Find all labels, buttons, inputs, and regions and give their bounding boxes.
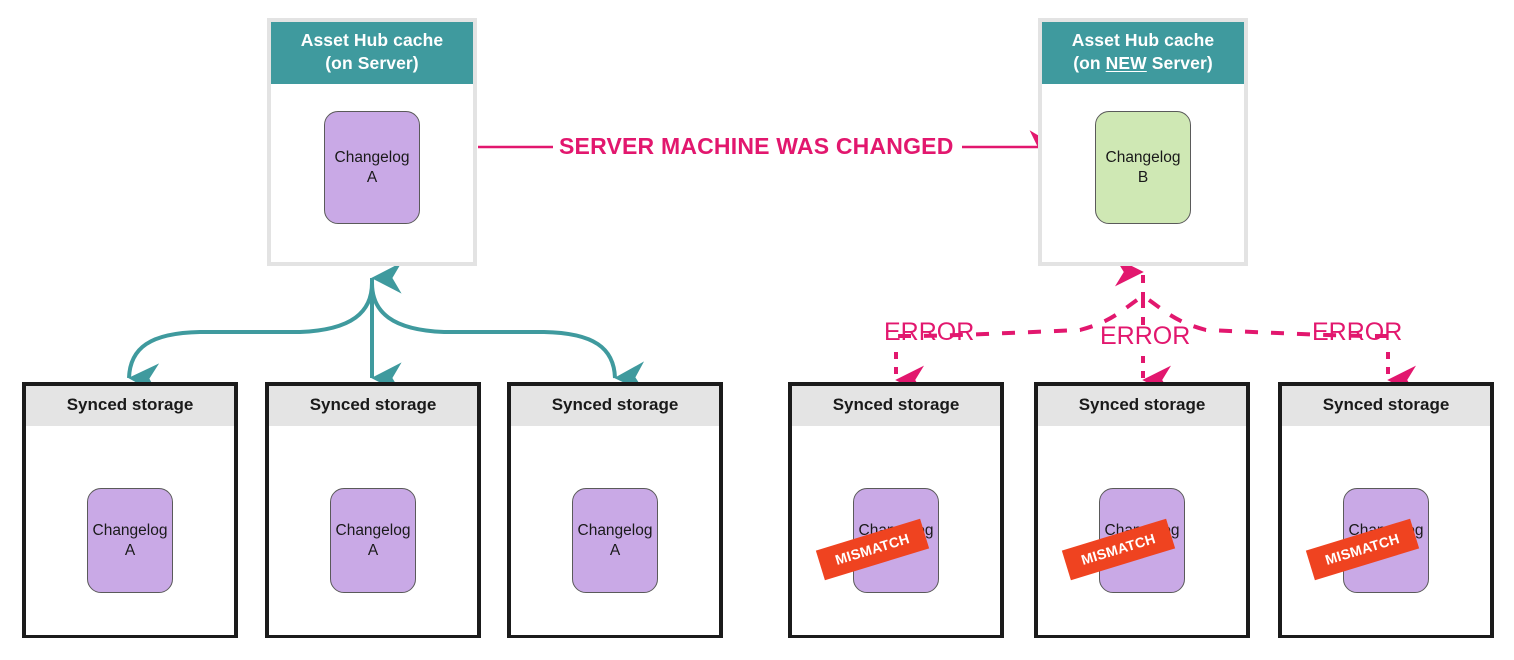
asset-hub-cache-old: Asset Hub cache (on Server) Changelog A [267, 18, 477, 266]
synced-storage-right-3-body: Changelog A MISMATCH [1282, 426, 1490, 635]
changelog-chip-a-left-3: Changelog A [572, 488, 658, 593]
synced-storage-right-3-header: Synced storage [1282, 386, 1490, 426]
asset-hub-cache-old-title-line1: Asset Hub cache [300, 30, 444, 50]
synced-storage-left-3-body: Changelog A [511, 426, 719, 635]
synced-storage-right-3: Synced storage Changelog A MISMATCH [1278, 382, 1494, 638]
asset-hub-cache-old-title: Asset Hub cache (on Server) [271, 22, 473, 84]
asset-hub-cache-new-title: Asset Hub cache (on NEW Server) [1042, 22, 1244, 84]
synced-storage-left-2: Synced storage Changelog A [265, 382, 481, 638]
synced-storage-right-2: Synced storage Changelog A MISMATCH [1034, 382, 1250, 638]
synced-storage-right-1: Synced storage Changelog A MISMATCH [788, 382, 1004, 638]
synced-storage-left-1-body: Changelog A [26, 426, 234, 635]
synced-storage-left-2-header: Synced storage [269, 386, 477, 426]
synced-storage-left-1-header: Synced storage [26, 386, 234, 426]
changelog-chip-a-left-2: Changelog A [330, 488, 416, 593]
changelog-chip-b-new-cache: Changelog B [1095, 111, 1191, 224]
asset-hub-cache-new-title-line1: Asset Hub cache [1071, 30, 1215, 50]
teal-sync-arrows [127, 262, 646, 395]
synced-storage-right-1-body: Changelog A MISMATCH [792, 426, 1000, 635]
error-label-1: ERROR [884, 318, 975, 346]
synced-storage-right-2-header: Synced storage [1038, 386, 1246, 426]
synced-storage-left-1: Synced storage Changelog A [22, 382, 238, 638]
synced-storage-right-2-body: Changelog A MISMATCH [1038, 426, 1246, 635]
asset-hub-cache-old-title-line2: (on Server) [325, 53, 419, 73]
changelog-chip-a-left-1: Changelog A [87, 488, 173, 593]
changelog-chip-a-old-cache: Changelog A [324, 111, 420, 224]
synced-storage-right-1-header: Synced storage [792, 386, 1000, 426]
synced-storage-left-3-header: Synced storage [511, 386, 719, 426]
synced-storage-left-3: Synced storage Changelog A [507, 382, 723, 638]
server-machine-changed-label: SERVER MACHINE WAS CHANGED [559, 133, 954, 159]
asset-hub-cache-new: Asset Hub cache (on NEW Server) Changelo… [1038, 18, 1248, 266]
new-server-emphasis: NEW [1105, 53, 1147, 73]
error-label-3: ERROR [1312, 318, 1403, 346]
asset-hub-cache-new-title-line2: (on NEW Server) [1073, 53, 1213, 73]
error-label-2: ERROR [1100, 322, 1191, 350]
synced-storage-left-2-body: Changelog A [269, 426, 477, 635]
asset-hub-cache-new-body: Changelog B [1042, 84, 1244, 262]
asset-hub-cache-old-body: Changelog A [271, 84, 473, 262]
